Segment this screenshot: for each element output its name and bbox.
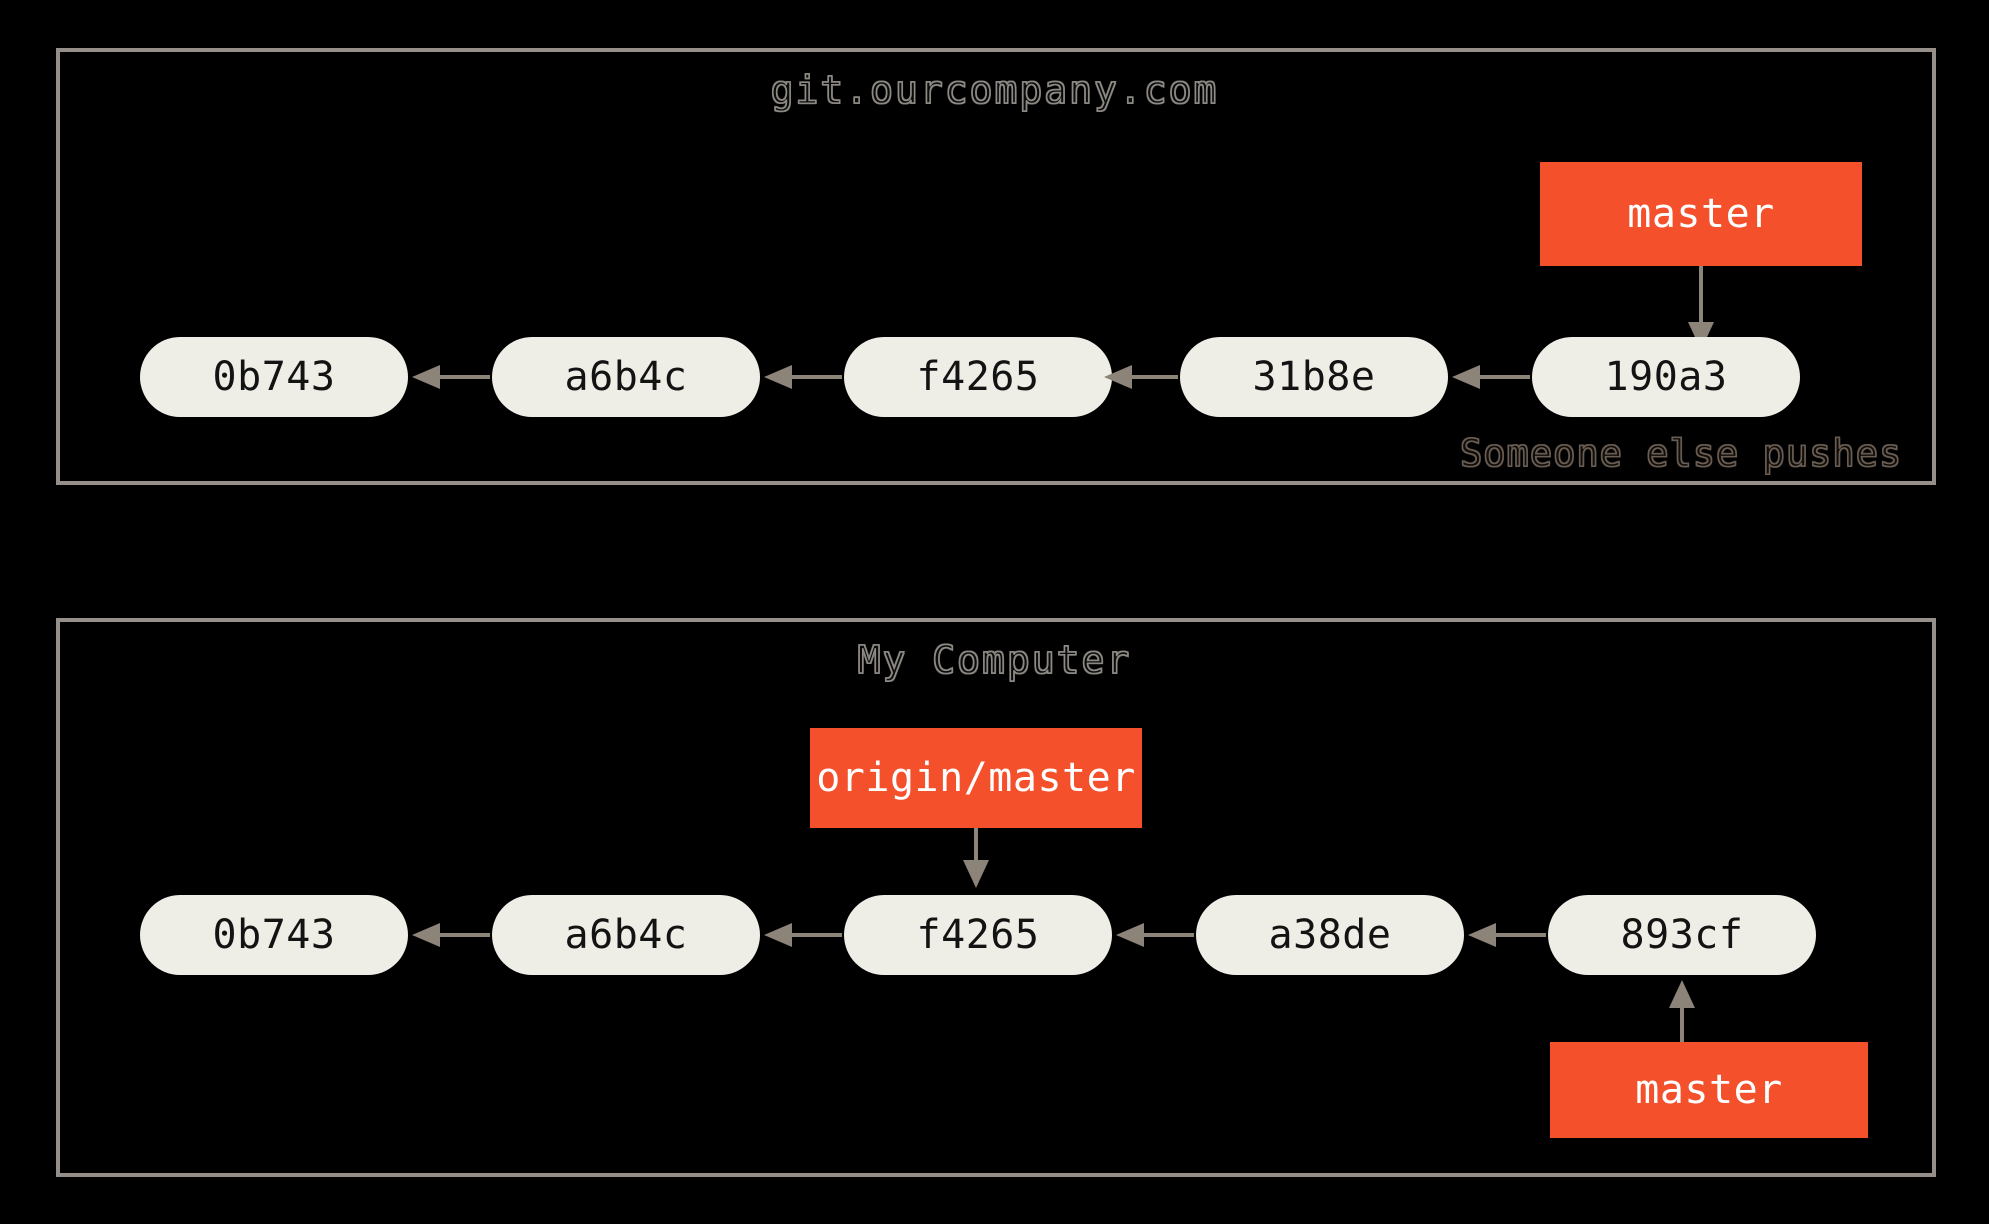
- arrow-head: [764, 365, 792, 389]
- ref-box-origin-master[interactable]: origin/master: [810, 728, 1142, 828]
- commit-node[interactable]: 190a3: [1532, 337, 1800, 417]
- arrow-head: [764, 923, 792, 947]
- panel-local-repository: [56, 618, 1936, 1177]
- arrow-shaft: [1478, 375, 1530, 379]
- ref-arrow-origin-master-to-f4265: [963, 828, 989, 888]
- arrow-head: [1468, 923, 1496, 947]
- parent-arrow-f4265-to-a6b4c: [764, 365, 842, 389]
- arrow-head: [1669, 980, 1695, 1008]
- arrow-head: [412, 923, 440, 947]
- panel-local-title: My Computer: [857, 637, 1132, 682]
- panel-remote-repository: [56, 48, 1936, 485]
- arrow-head: [963, 860, 989, 888]
- arrow-shaft: [1130, 375, 1178, 379]
- parent-arrow-190a3-to-31b8e: [1452, 365, 1530, 389]
- arrow-shaft: [1680, 1006, 1684, 1042]
- arrow-shaft: [790, 933, 842, 937]
- ref-box-master-remote[interactable]: master: [1540, 162, 1862, 266]
- commit-node[interactable]: 0b743: [140, 337, 408, 417]
- commit-node[interactable]: 0b743: [140, 895, 408, 975]
- parent-arrow-a38de-to-f4265: [1116, 923, 1194, 947]
- arrow-shaft: [974, 828, 978, 862]
- arrow-shaft: [438, 933, 490, 937]
- arrow-shaft: [1699, 266, 1703, 324]
- parent-arrow-f4265-to-a6b4c-local: [764, 923, 842, 947]
- parent-arrow-a6b4c-to-0b743-local: [412, 923, 490, 947]
- arrow-shaft: [438, 375, 490, 379]
- commit-node[interactable]: a6b4c: [492, 895, 760, 975]
- parent-arrow-a6b4c-to-0b743: [412, 365, 490, 389]
- ref-arrow-master-to-893cf: [1669, 980, 1695, 1042]
- arrow-head: [1452, 365, 1480, 389]
- arrow-head: [1116, 923, 1144, 947]
- arrow-shaft: [1494, 933, 1546, 937]
- panel-remote-title: git.ourcompany.com: [770, 67, 1219, 112]
- commit-node[interactable]: 31b8e: [1180, 337, 1448, 417]
- commit-node[interactable]: a6b4c: [492, 337, 760, 417]
- parent-arrow-893cf-to-a38de: [1468, 923, 1546, 947]
- commit-node[interactable]: a38de: [1196, 895, 1464, 975]
- arrow-shaft: [1142, 933, 1194, 937]
- caption-someone-else-pushes: Someone else pushes: [1459, 431, 1903, 475]
- commit-node[interactable]: f4265: [844, 895, 1112, 975]
- commit-node[interactable]: 893cf: [1548, 895, 1816, 975]
- commit-node[interactable]: f4265: [844, 337, 1112, 417]
- parent-arrow-31b8e-to-f4265: [1104, 365, 1178, 389]
- arrow-head: [412, 365, 440, 389]
- arrow-shaft: [790, 375, 842, 379]
- ref-box-master-local[interactable]: master: [1550, 1042, 1868, 1138]
- arrow-head: [1104, 365, 1132, 389]
